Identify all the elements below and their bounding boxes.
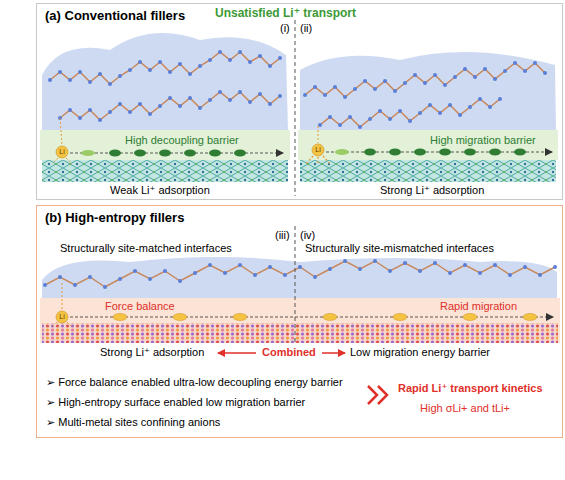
annotation-text: Rapid Li⁺ transport kinetics [398, 382, 543, 395]
annotation-text: Combined [262, 346, 316, 359]
ion-label: Li [315, 146, 320, 154]
panel-box: (a) Conventional fillers [36, 3, 563, 200]
annotation-text: ➢ Force balance enabled ultra-low decoup… [46, 376, 343, 389]
annotation-text: Structurally site-matched interfaces [60, 242, 232, 255]
annotation-text: Structurally site-mismatched interfaces [305, 242, 494, 255]
annotation-text: ➢ High-entropy surface enabled low migra… [46, 396, 305, 409]
annotation-text: Unsatisfied Li⁺ transport [215, 7, 356, 21]
annotation-text: Rapid migration [440, 300, 517, 313]
panel-title: (a) Conventional fillers [45, 9, 185, 24]
annotation-text: Low migration energy barrier [350, 346, 490, 359]
annotation-text: Strong Li⁺ adsorption [100, 346, 204, 359]
annotation-text: Strong Li⁺ adsorption [380, 184, 484, 197]
annotation-text: Force balance [105, 300, 175, 313]
annotation-text: (ii) [300, 22, 312, 35]
annotation-text: (i) [280, 22, 290, 35]
annotation-text: Weak Li⁺ adsorption [110, 184, 210, 197]
panel-title: (b) High-entropy fillers [45, 211, 184, 226]
annotation-text: High decoupling barrier [125, 134, 239, 147]
annotation-text: ➢ Multi-metal sites confining anions [46, 416, 220, 429]
ion-label: Li [59, 148, 64, 156]
ion-label: Li [59, 313, 64, 321]
annotation-text: (iv) [300, 229, 315, 242]
annotation-text: High σLi+ and tLi+ [420, 402, 510, 415]
annotation-text: (iii) [275, 229, 290, 242]
annotation-text: High migration barrier [430, 134, 536, 147]
